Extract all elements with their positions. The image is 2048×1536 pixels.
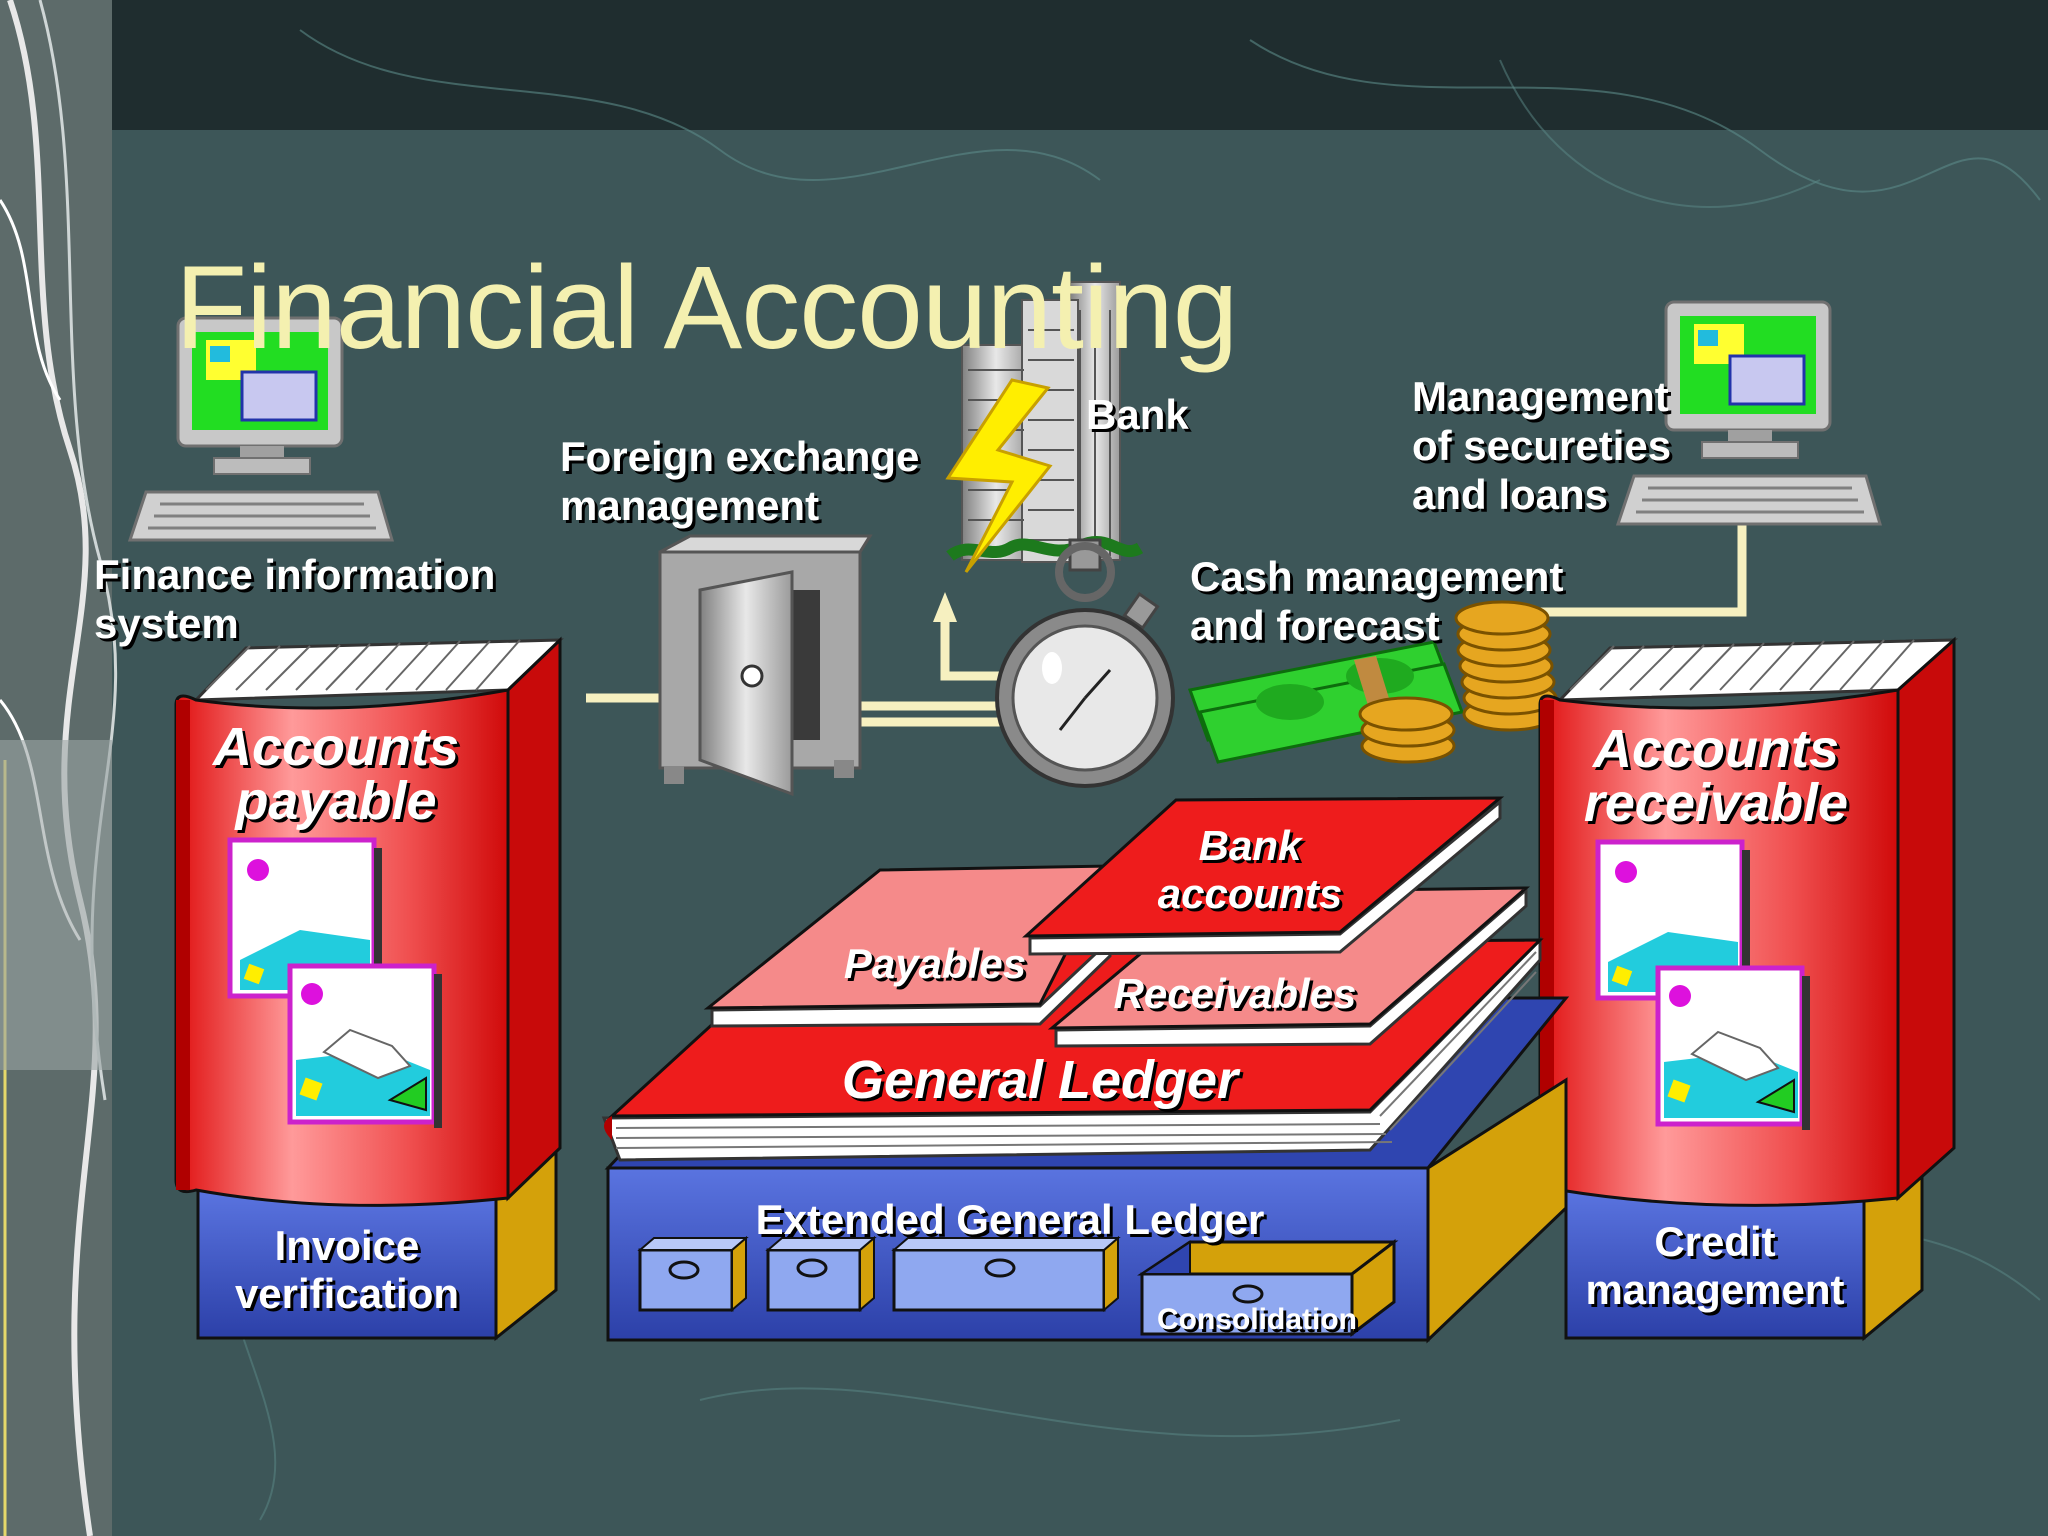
- lightning-icon: [945, 378, 1053, 573]
- bank-accounts-book: [1022, 796, 1505, 956]
- computer-icon: [1615, 300, 1882, 526]
- accounts-receivable-label: Accounts receivable: [1583, 719, 1849, 833]
- finance-information-system-label: Finance information system: [94, 551, 496, 647]
- foreign-exchange-label: Foreign exchange management: [560, 433, 920, 529]
- bank-label: Bank: [1086, 391, 1189, 438]
- consolidation-drawer: [1137, 1238, 1399, 1338]
- cash-management-label: Cash management and forecast: [1190, 553, 1564, 649]
- computer-icon: [127, 316, 394, 542]
- sub-ledger-drawer: [637, 1235, 749, 1313]
- general-ledger-label: General Ledger: [841, 1050, 1239, 1110]
- money-icon: [1187, 640, 1465, 764]
- extended-general-ledger-label: Extended General Ledger: [755, 1196, 1265, 1243]
- safe-icon: [658, 534, 873, 797]
- sub-ledger-drawer: [765, 1235, 877, 1313]
- connector-lines: [586, 520, 1747, 727]
- invoice-verification-label: Invoice verification: [234, 1222, 460, 1317]
- receivables-label: Receivables: [1113, 970, 1357, 1017]
- payables-label: Payables: [843, 940, 1027, 987]
- page-title: Financial Accounting: [175, 242, 1238, 374]
- consolidation-label: Consolidation: [1157, 1303, 1357, 1336]
- stopwatch-icon: [995, 538, 1175, 788]
- arrow-head: [933, 592, 957, 622]
- map-strip: [0, 0, 118, 1536]
- handshake-document-icon: [1655, 965, 1810, 1130]
- credit-management-label: Credit management: [1585, 1218, 1845, 1313]
- bank-accounts-label: Bank accounts: [1157, 822, 1343, 917]
- handshake-document-icon: [287, 963, 442, 1128]
- accounts-payable-label: Accounts payable: [212, 717, 460, 831]
- securities-loans-label: Management of secureties and loans: [1412, 373, 1672, 518]
- sub-ledger-drawer: [891, 1235, 1121, 1313]
- coins-icon: [1358, 600, 1558, 764]
